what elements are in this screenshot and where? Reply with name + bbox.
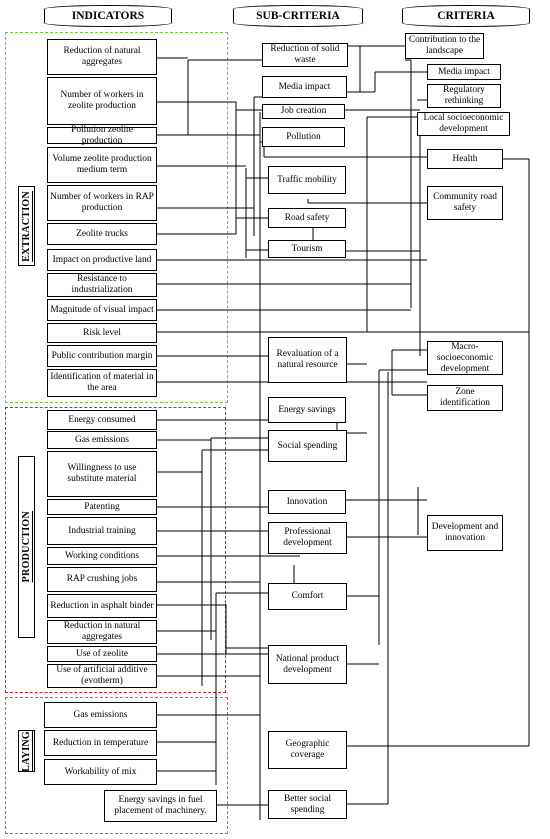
extraction-label: EXTRACTION bbox=[18, 186, 35, 266]
indicator-extraction-5: Zeolite trucks bbox=[47, 223, 157, 245]
indicator-laying-2: Workability of mix bbox=[44, 759, 157, 785]
sub-criteria-8: Energy savings bbox=[268, 397, 346, 423]
sub-criteria-12: Comfort bbox=[268, 583, 347, 610]
sub-criteria-6: Tourism bbox=[268, 240, 346, 258]
criteria-1: Media impact bbox=[427, 64, 501, 80]
laying-zone bbox=[5, 697, 228, 834]
sub-criteria-header-shape bbox=[233, 5, 363, 27]
indicator-production-0: Energy consumed bbox=[47, 410, 157, 430]
indicator-laying-0: Gas emissions bbox=[44, 702, 157, 728]
sub-criteria-4: Traffic mobility bbox=[268, 166, 346, 194]
sub-criteria-14: Geographic coverage bbox=[268, 731, 347, 769]
indicator-production-2: Willingness to use substitute material bbox=[47, 451, 157, 497]
sub-criteria-header: SUB-CRITERIA bbox=[256, 10, 340, 22]
criteria-5: Community road safety bbox=[427, 186, 503, 220]
indicator-production-3: Patenting bbox=[47, 499, 157, 515]
indicator-extraction-2: Pollution zeolite production bbox=[47, 125, 157, 146]
criteria-header: CRITERIA bbox=[437, 10, 495, 22]
indicators-header-shape bbox=[44, 5, 172, 27]
indicator-extraction-8: Magnitude of visual impact bbox=[47, 299, 157, 321]
indicators-header: INDICATORS bbox=[71, 10, 145, 22]
criteria-7: Zone identification bbox=[427, 385, 503, 411]
criteria-4: Health bbox=[427, 149, 503, 169]
sub-criteria-3: Pollution bbox=[262, 127, 345, 147]
sub-criteria-5: Road safety bbox=[268, 208, 346, 228]
indicator-extraction-9: Risk level bbox=[47, 323, 157, 343]
criteria-8: Development and innovation bbox=[427, 515, 503, 551]
indicator-production-8: Reduction in natural aggregates bbox=[47, 620, 157, 644]
extraction-zone bbox=[5, 32, 228, 403]
sub-criteria-1: Media impact bbox=[262, 76, 347, 98]
criteria-6: Macro-socioeconomic development bbox=[427, 341, 503, 375]
criteria-header-shape bbox=[402, 5, 530, 27]
sub-criteria-9: Social spending bbox=[268, 430, 347, 462]
production-zone bbox=[5, 407, 226, 693]
indicator-production-6: RAP crushing jobs bbox=[47, 567, 157, 592]
sub-criteria-15: Better social spending bbox=[268, 790, 347, 819]
sub-criteria-11: Professional development bbox=[268, 522, 347, 554]
indicator-extraction-1: Number of workers in zeolite production bbox=[47, 77, 157, 125]
indicator-production-10: Use of artificial additive (evotherm) bbox=[47, 664, 157, 688]
indicator-production-5: Working conditions bbox=[47, 547, 157, 565]
indicator-extraction-11: Identification of material in the area bbox=[47, 369, 157, 397]
sub-criteria-0: Reduction of solid waste bbox=[262, 43, 348, 67]
criteria-2: Regulatory rethinking bbox=[427, 84, 501, 108]
sub-criteria-7: Revaluation of a natural resource bbox=[268, 337, 347, 383]
indicator-extraction-7: Resistance to industrialization bbox=[47, 273, 157, 297]
indicator-production-7: Reduction in asphalt binder bbox=[47, 594, 157, 618]
production-label: PRODUCTION bbox=[18, 456, 35, 638]
sub-criteria-13: National product development bbox=[268, 645, 347, 684]
sub-criteria-10: Innovation bbox=[268, 490, 346, 514]
criteria-0: Contribution to the landscape bbox=[405, 33, 484, 59]
criteria-3: Local socioeconomic development bbox=[417, 112, 510, 136]
indicator-extraction-10: Public contribution margin bbox=[47, 345, 157, 367]
laying-label: LAYING bbox=[18, 730, 35, 772]
indicator-production-1: Gas emissions bbox=[47, 431, 157, 449]
sub-criteria-2: Job creation bbox=[262, 104, 345, 119]
indicator-laying-1: Reduction in temperature bbox=[44, 730, 157, 756]
indicator-extraction-4: Number of workers in RAP production bbox=[47, 185, 157, 221]
indicator-extraction-6: Impact on productive land bbox=[47, 249, 157, 271]
indicator-laying-3: Energy savings in fuel placement of mach… bbox=[104, 790, 217, 822]
indicator-production-9: Use of zeolite bbox=[47, 646, 157, 662]
indicator-extraction-0: Reduction of natural aggregates bbox=[47, 39, 157, 75]
indicator-production-4: Industrial training bbox=[47, 517, 157, 545]
indicator-extraction-3: Volume zeolite production medium term bbox=[47, 147, 157, 183]
